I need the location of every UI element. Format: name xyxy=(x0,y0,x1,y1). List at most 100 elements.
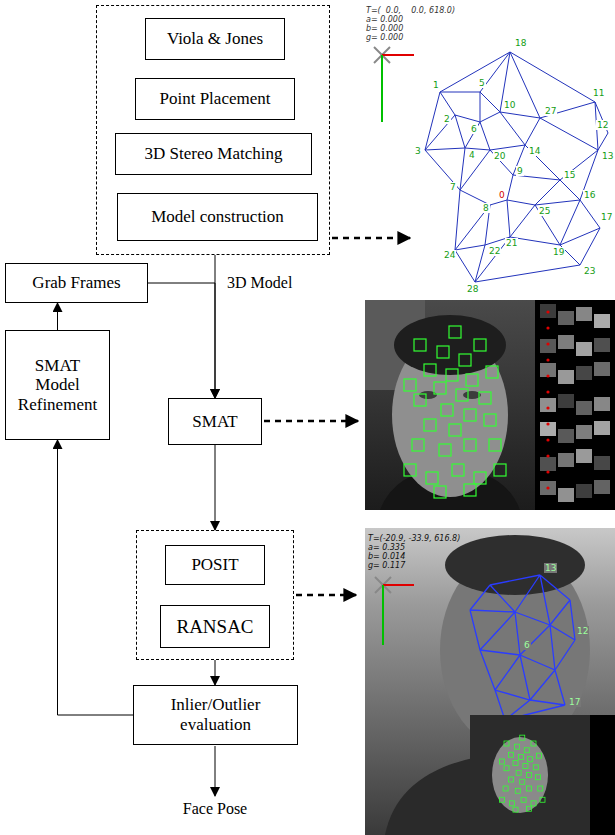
tracked-patch xyxy=(523,764,528,769)
tracked-patch xyxy=(446,369,458,381)
tracked-patch xyxy=(426,472,438,484)
output-label: Face Pose xyxy=(183,800,247,818)
vertex-number: 27 xyxy=(544,106,557,116)
tracked-patch xyxy=(439,444,451,456)
dotted-pointer xyxy=(332,237,410,240)
tracked-patch xyxy=(452,464,464,476)
vertex-number: 14 xyxy=(528,146,541,156)
patch-thumbnail xyxy=(540,339,556,353)
tracked-patch xyxy=(484,414,496,426)
pose-readout: g= 0.000 xyxy=(366,33,403,42)
pose-readout: T=( 0.0, 0.0, 618.0) xyxy=(366,6,455,15)
tracked-patch xyxy=(518,755,523,760)
patch-thumbnail xyxy=(558,453,574,467)
patch-thumbnail xyxy=(576,342,592,356)
process-box: 3D Stereo Matching xyxy=(115,133,312,175)
output-arrow xyxy=(215,746,216,796)
tracked-patch xyxy=(404,464,416,476)
tracked-patch xyxy=(494,464,506,476)
inset-face xyxy=(492,737,548,813)
flow-arrow xyxy=(58,440,134,715)
vertex-number: 22 xyxy=(488,246,501,256)
patch-marker xyxy=(546,438,549,441)
patch-thumbnail xyxy=(540,422,556,436)
tracked-patch xyxy=(515,788,520,793)
flow-arrow xyxy=(148,283,215,398)
patch-marker xyxy=(546,470,549,473)
tracked-patch xyxy=(474,472,486,484)
tracked-patch xyxy=(503,786,508,791)
vertex-number: 4 xyxy=(468,150,476,160)
inset-strip xyxy=(590,715,615,835)
patch-thumbnail xyxy=(594,397,610,411)
patch-thumbnail xyxy=(576,366,592,380)
vertex-number: 0 xyxy=(498,190,506,200)
patch-thumbnail xyxy=(594,362,610,376)
process-box: Model construction xyxy=(117,193,318,241)
vertex-number: 6 xyxy=(523,640,531,650)
tracked-patch xyxy=(500,759,505,764)
patch-thumbnail xyxy=(558,311,574,325)
tracked-patch xyxy=(414,394,426,406)
patch-thumbnail xyxy=(558,370,574,384)
vertex-number: 6 xyxy=(470,124,478,134)
vertex-number: 2 xyxy=(443,114,451,124)
pose-readout: T=(-20.9, -33.9, 616.8) xyxy=(368,534,460,543)
patch-marker xyxy=(546,406,549,409)
patch-thumbnail xyxy=(594,421,610,435)
x-axis xyxy=(382,54,414,56)
box-label: SMAT Model Refinement xyxy=(15,356,100,415)
process-box: SMAT xyxy=(168,398,262,445)
patch-marker xyxy=(546,422,549,425)
tracked-patch xyxy=(516,770,521,775)
process-box: SMAT Model Refinement xyxy=(5,330,110,440)
vertex-number: 20 xyxy=(493,151,506,161)
pose-readout: b= 0.000 xyxy=(366,24,403,33)
tracked-patch xyxy=(538,786,543,791)
tracked-patch xyxy=(536,775,541,780)
patch-thumbnail xyxy=(594,456,610,470)
connector-label: 3D Model xyxy=(225,274,294,292)
tracked-patch xyxy=(520,735,525,740)
patch-marker xyxy=(546,454,549,457)
tracked-patch xyxy=(456,389,468,401)
x-axis xyxy=(383,584,414,586)
box-label: RANSAC xyxy=(176,616,253,638)
pose-readout: b= 0.014 xyxy=(368,552,405,561)
process-box: Inlier/Outlier evaluation xyxy=(133,685,298,745)
tracked-patch xyxy=(527,786,532,791)
process-box: POSIT xyxy=(165,545,265,585)
group-box: Viola & JonesPoint Placement3D Stereo Ma… xyxy=(96,5,330,255)
tracked-patch xyxy=(424,364,436,376)
tracked-patch xyxy=(412,439,424,451)
tracked-patch xyxy=(437,346,449,358)
tracked-patch xyxy=(527,773,532,778)
patch-thumbnail xyxy=(558,488,574,502)
tracked-patch xyxy=(509,752,514,757)
tracked-patch xyxy=(434,382,446,394)
patch-thumbnail xyxy=(558,335,574,349)
vertex-number: 16 xyxy=(583,190,596,200)
photo-ground xyxy=(365,528,615,835)
process-box: Grab Frames xyxy=(5,263,148,303)
y-axis xyxy=(381,55,383,122)
patch-marker xyxy=(546,374,549,377)
tracked-patch xyxy=(540,797,545,802)
pose-photo xyxy=(365,528,615,835)
vertex-number: 7 xyxy=(449,182,457,192)
tracked-patch xyxy=(504,766,509,771)
tracked-patch xyxy=(527,806,532,811)
dotted-pointer xyxy=(296,594,356,597)
hair xyxy=(445,535,585,595)
patch-thumbnail xyxy=(540,304,556,318)
tracked-patch xyxy=(531,801,536,806)
patch-thumbnail xyxy=(540,481,556,495)
vertex-number: 17 xyxy=(568,697,581,707)
tracked-patch xyxy=(441,404,453,416)
patch-thumbnail xyxy=(540,457,556,471)
tracked-patch xyxy=(404,379,416,391)
patch-thumbnail xyxy=(576,484,592,498)
tracked-patch xyxy=(474,339,486,351)
tracked-patch xyxy=(466,374,478,386)
vertex-number: 8 xyxy=(482,203,490,213)
